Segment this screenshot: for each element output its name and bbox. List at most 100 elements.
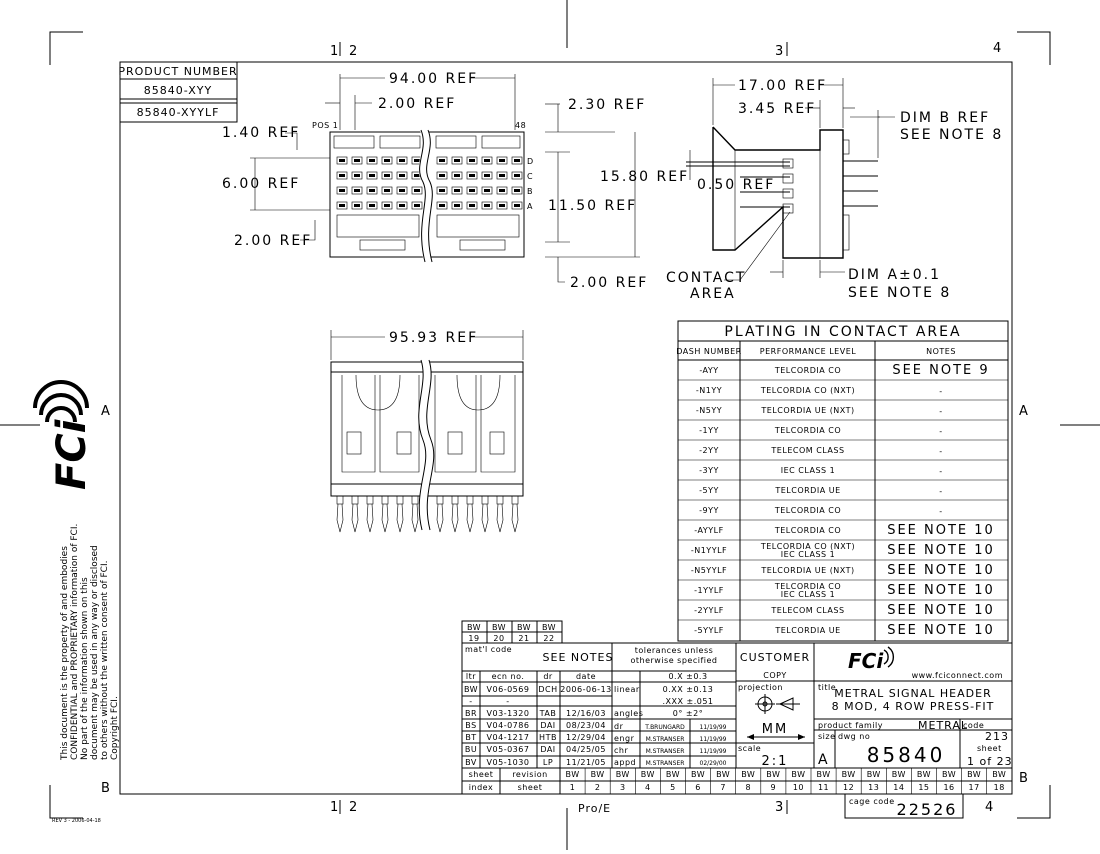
contact-pin <box>469 189 475 192</box>
bw-bottom-label: BW <box>967 770 981 779</box>
contact-pin <box>354 204 360 207</box>
product-number-2: 85840-XYYLF <box>137 106 220 119</box>
title-block-grid: BW1BW2BW3BW4BW5BW6BW7BW8BW9BW10BW11BW12B… <box>461 642 1013 819</box>
title-label: title <box>818 683 836 692</box>
rev-ecn: - <box>506 697 509 706</box>
bw-top-label-1: BW <box>467 623 481 632</box>
fci-logo-small: FCi <box>848 646 894 673</box>
bw-bottom-number: 2 <box>595 783 601 792</box>
rev-dr: LP <box>543 758 553 767</box>
contact-cell <box>496 186 508 195</box>
pin-base <box>481 495 489 505</box>
plating-performance: TELCORDIA CO (NXT) <box>760 542 855 551</box>
bw-bottom-number: 6 <box>695 783 701 792</box>
bw-bottom-label: BW <box>766 770 780 779</box>
contact-pin <box>454 204 460 207</box>
matl-code-label: mat'l code <box>465 645 512 654</box>
contact-cell <box>366 201 378 210</box>
contact-cell <box>336 186 348 195</box>
dim-pitch: 2.00 REF <box>378 96 456 112</box>
press-fit-pin <box>451 503 459 533</box>
contact-cell <box>351 156 363 165</box>
contact-pin <box>399 174 405 177</box>
tolerance-label: linear <box>614 685 640 694</box>
projection-label: projection <box>738 683 783 692</box>
plating-dash: -5YY <box>699 486 719 495</box>
contact-cell <box>351 186 363 195</box>
bw-bottom-number: 13 <box>868 783 879 792</box>
contact-pin <box>499 204 505 207</box>
tol-linear-2: 0.XX ±0.13 <box>663 685 714 694</box>
bw-bottom-number: 11 <box>818 783 829 792</box>
dim-bottom-offset: 2.00 REF <box>234 233 312 249</box>
contact-pin <box>399 189 405 192</box>
contact-cell <box>366 186 378 195</box>
dim-height: 15.80 REF <box>600 169 689 185</box>
contact-pin <box>384 174 390 177</box>
dwg-number: 85840 <box>867 743 946 767</box>
bottom-label-sheet-2: sheet <box>518 783 543 792</box>
row-letter-d: D <box>527 157 534 166</box>
bw-bottom-number: 9 <box>771 783 777 792</box>
rev-ltr: BV <box>465 758 477 767</box>
pin-base <box>451 495 459 505</box>
bw-top-num-3: 21 <box>518 634 529 643</box>
plating-header-dash: DASH NUMBER <box>676 347 741 356</box>
contact-cell <box>511 186 523 195</box>
signature-date: 11/19/99 <box>700 736 727 743</box>
contact-pin <box>514 189 520 192</box>
bw-bottom-label: BW <box>842 770 856 779</box>
contact-pin <box>339 159 345 162</box>
contact-pin <box>369 159 375 162</box>
pin-base <box>381 495 389 505</box>
press-fit-pin <box>436 503 444 533</box>
bw-bottom-label: BW <box>691 770 705 779</box>
contact-pin <box>484 174 490 177</box>
notice-line-3: No part of the information shown on this <box>80 577 90 760</box>
plating-header-performance: PERFORMANCE LEVEL <box>760 347 856 356</box>
bw-bottom-label: BW <box>791 770 805 779</box>
contact-cell <box>351 201 363 210</box>
contact-cell <box>381 186 393 195</box>
bw-top-label-4: BW <box>542 623 556 632</box>
contact-pin <box>354 189 360 192</box>
pin-base <box>336 495 344 505</box>
contact-cell <box>436 201 448 210</box>
press-fit-pin <box>396 503 404 533</box>
tolerance-label: angles <box>614 709 643 718</box>
plating-note: - <box>939 407 942 416</box>
plating-dash: -2YY <box>699 446 719 455</box>
contact-pin <box>414 204 420 207</box>
row-letter-b: B <box>527 187 533 196</box>
bw-bottom-label: BW <box>917 770 931 779</box>
bw-bottom-number: 10 <box>793 783 804 792</box>
sheet-label: sheet <box>977 744 1002 753</box>
contact-cell <box>381 201 393 210</box>
website: www.fciconnect.com <box>912 671 1003 680</box>
plating-header-notes: NOTES <box>926 347 956 356</box>
press-fit-pin <box>496 503 504 533</box>
pos-48-label: 48 <box>515 121 526 130</box>
tolerance-header-2: otherwise specified <box>630 656 717 665</box>
contact-pin <box>339 174 345 177</box>
title-line-2: 8 MOD, 4 ROW PRESS-FIT <box>832 700 995 713</box>
units: MM <box>762 722 788 737</box>
press-fit-pin <box>351 503 359 533</box>
press-fit-pin <box>336 503 344 533</box>
pin-base <box>436 495 444 505</box>
plating-dash: -N5YYLF <box>691 566 727 575</box>
contact-pin <box>454 174 460 177</box>
contact-pin <box>354 159 360 162</box>
bottom-label-sheet: sheet <box>469 770 494 779</box>
contact-pin <box>499 189 505 192</box>
contact-pin <box>439 174 445 177</box>
pin-base <box>466 495 474 505</box>
plating-note: SEE NOTE 10 <box>887 603 995 618</box>
contact-pin <box>369 189 375 192</box>
rev-dr: DAI <box>540 745 555 754</box>
plating-performance: TELCORDIA CO <box>774 506 841 515</box>
plating-dash: -N5YY <box>696 406 722 415</box>
scale-label: scale <box>738 744 761 753</box>
zone-top-2: 2 <box>349 44 359 59</box>
contact-pin <box>439 159 445 162</box>
